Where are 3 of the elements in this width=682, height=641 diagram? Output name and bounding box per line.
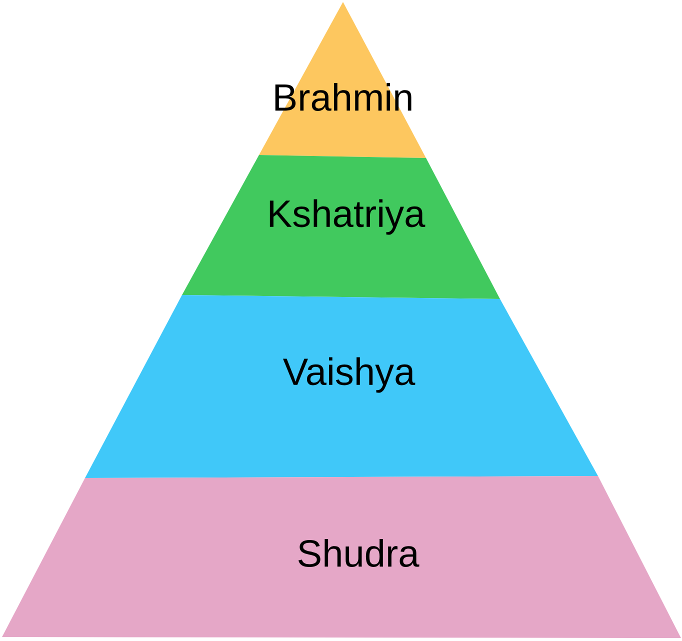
- pyramid-tier: Shudra: [2, 476, 681, 638]
- pyramid-tier: Kshatriya: [182, 155, 500, 299]
- pyramid-tier: Vaishya: [85, 295, 598, 478]
